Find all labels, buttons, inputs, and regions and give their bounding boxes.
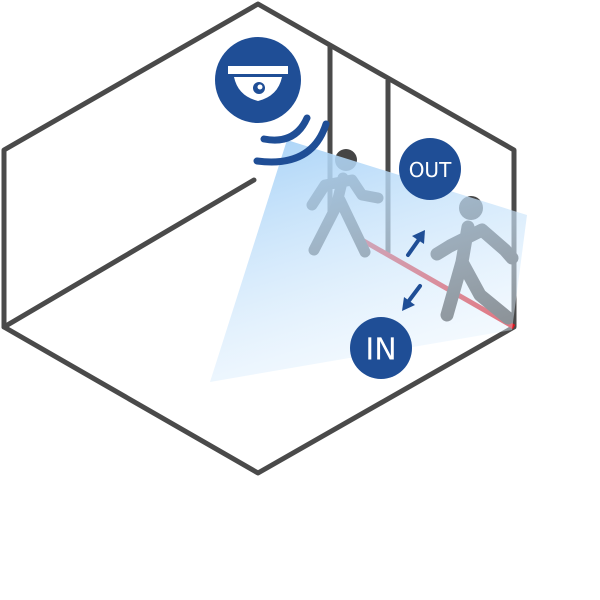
out-label: OUT	[409, 158, 452, 182]
signal-waves-icon	[253, 114, 330, 166]
out-badge: OUT	[399, 138, 461, 200]
dome-camera-icon	[215, 37, 301, 123]
in-label: IN	[365, 333, 396, 368]
camera-field-of-view	[210, 140, 527, 382]
in-badge: IN	[350, 317, 412, 379]
bidirectional-arrow-icon	[402, 230, 425, 311]
